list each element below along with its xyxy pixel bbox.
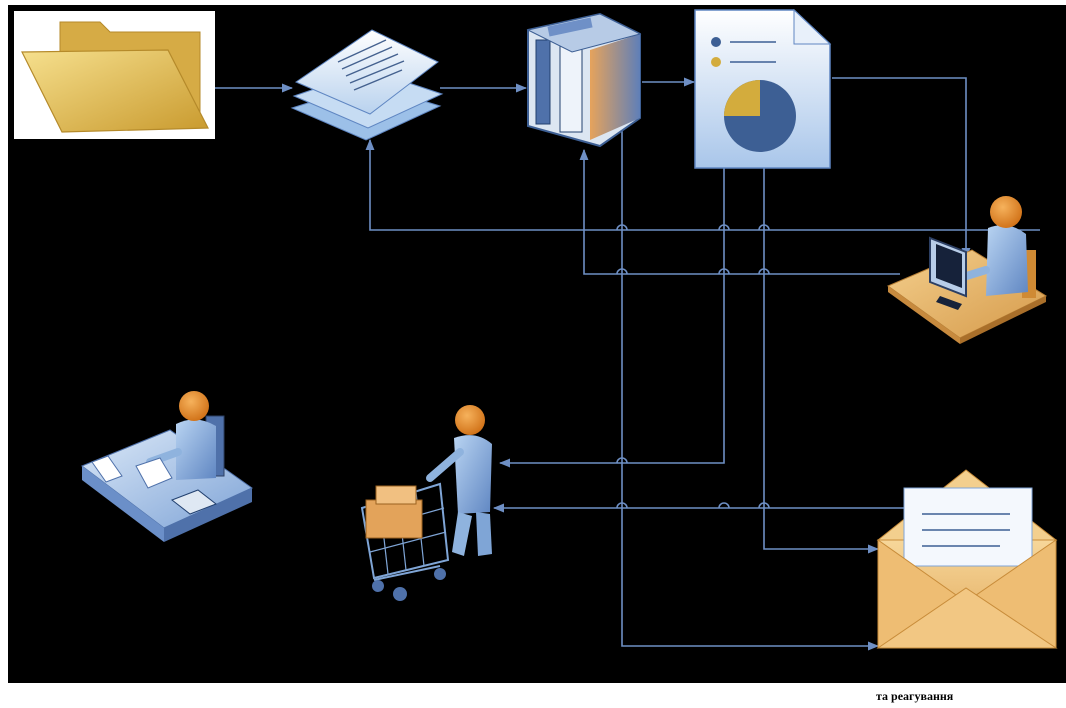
shopper-with-cart-icon	[360, 405, 492, 601]
envelope-letter-icon	[876, 469, 1058, 649]
folder-icon	[14, 11, 215, 139]
documents-stack-icon	[290, 29, 444, 141]
server-cube-icon	[526, 12, 642, 148]
analyst-at-computer-icon	[886, 196, 1048, 344]
clerk-at-desk-icon	[80, 391, 253, 542]
connectors	[214, 77, 1040, 651]
caption-text: та реагування	[876, 689, 954, 703]
report-document-icon	[694, 8, 832, 169]
